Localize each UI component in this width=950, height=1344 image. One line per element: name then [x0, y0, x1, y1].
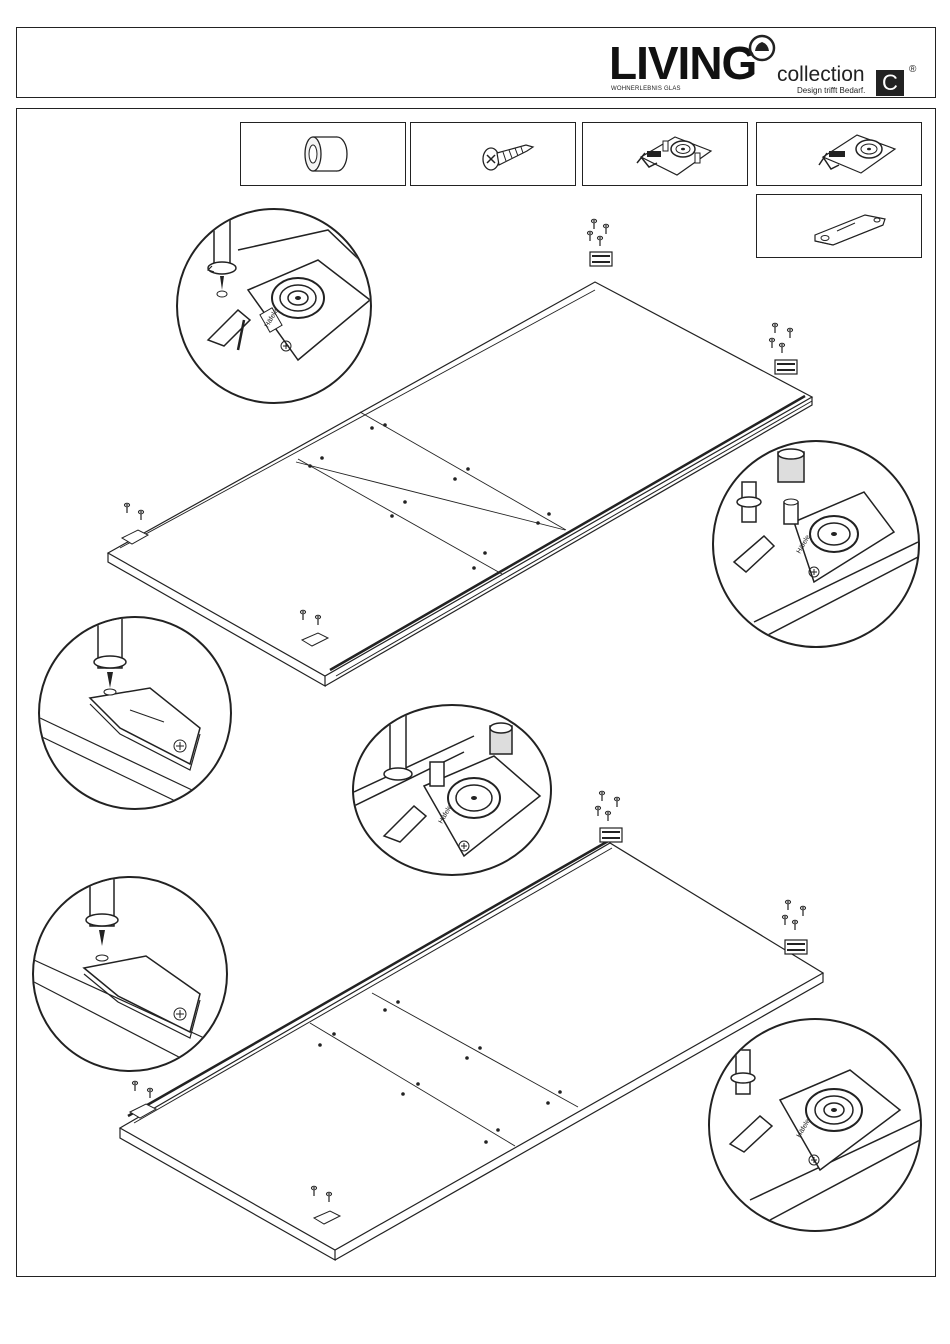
detail-top-roller-carriage: Häfele	[176, 208, 372, 404]
roller-carriage-with-stopper-icon: Häfele	[714, 442, 918, 646]
detail-roller-carriage-stopper-right: Häfele	[712, 440, 920, 648]
detail-guide-plate-lower	[32, 876, 228, 1072]
lower-door-panel	[120, 840, 823, 1260]
roller-carriage-icon: Häfele	[178, 210, 370, 402]
roller-carriage-with-stopper-icon: Häfele	[354, 706, 550, 874]
guide-plate-icon	[34, 878, 226, 1070]
roller-carriage-icon: Häfele	[710, 1020, 920, 1230]
detail-roller-carriage-stopper-center: Häfele	[352, 704, 552, 876]
detail-guide-plate-upper	[38, 616, 232, 810]
detail-bottom-roller-carriage: Häfele	[708, 1018, 922, 1232]
guide-plate-icon	[40, 618, 230, 808]
